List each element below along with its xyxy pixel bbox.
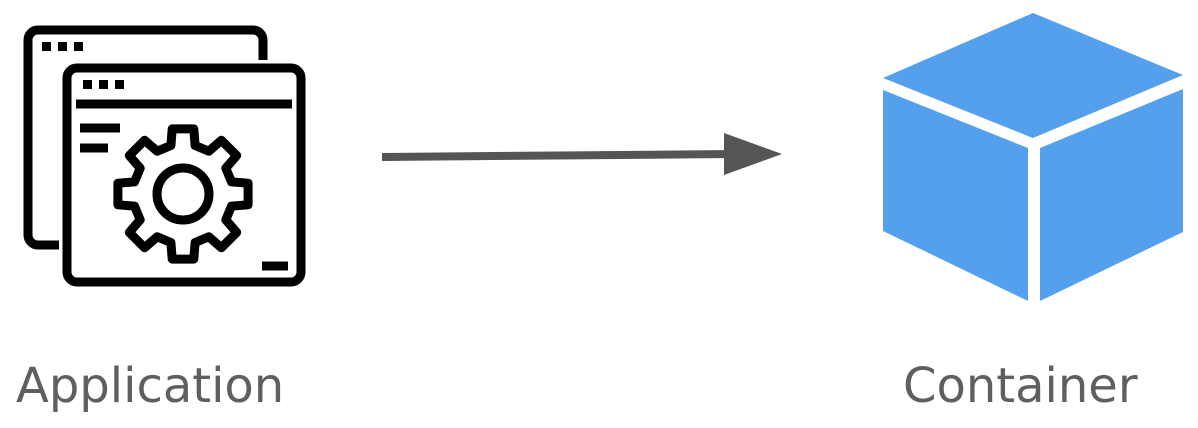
flow-arrow (381, 133, 782, 175)
application-label: Application (16, 358, 285, 414)
application-settings-icon (23, 25, 306, 287)
container-label: Container (903, 358, 1138, 414)
cube-icon (883, 13, 1183, 301)
